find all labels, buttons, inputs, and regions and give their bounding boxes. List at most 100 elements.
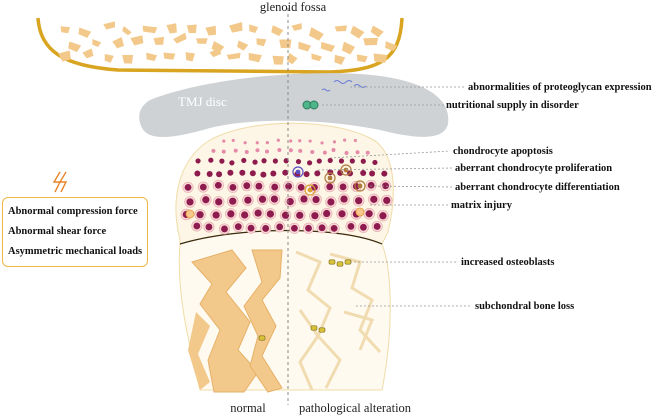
chondrocyte — [270, 195, 279, 203]
chondrocyte — [314, 170, 321, 177]
matrix-injury-mark — [355, 207, 365, 217]
chondrocyte — [320, 141, 324, 145]
chondrocyte — [295, 158, 302, 165]
bone-chip — [112, 36, 125, 49]
chondrocyte — [241, 157, 247, 164]
chondrocyte — [288, 148, 293, 153]
chondrocyte — [202, 196, 210, 204]
glenoid-fossa — [36, 17, 404, 74]
chondrocyte — [379, 212, 387, 220]
bone-chip — [104, 54, 114, 63]
chondrocyte — [227, 169, 234, 176]
chondrocyte — [360, 169, 367, 176]
chondrocyte — [214, 181, 222, 189]
chondrocyte — [365, 150, 370, 155]
bone-chip — [341, 41, 356, 55]
chondrocyte — [277, 148, 282, 153]
chondrocyte — [219, 158, 225, 164]
chondrocyte — [312, 195, 320, 204]
chondrocyte — [303, 171, 310, 178]
bone-chip — [248, 52, 262, 63]
chondrocyte — [360, 223, 367, 231]
chondrocyte — [243, 182, 251, 190]
bone-chip — [373, 53, 388, 63]
altered-chondrocyte-nucleus — [327, 175, 333, 181]
chondrocyte — [382, 182, 389, 190]
bone-chip — [209, 47, 222, 58]
chondrocyte — [372, 159, 378, 166]
altered-chondrocyte-nucleus — [357, 183, 363, 189]
bone-chip — [166, 23, 177, 34]
chondrocyte — [212, 211, 220, 219]
chondrocyte — [261, 158, 267, 164]
chondrocyte — [272, 158, 278, 164]
chondrocyte — [340, 195, 348, 203]
chondrocyte — [244, 149, 249, 154]
bone-chip — [370, 25, 384, 38]
chondrocyte — [383, 196, 391, 205]
chondrocyte — [255, 141, 259, 145]
chondrocyte — [211, 148, 216, 153]
bone-chip — [320, 41, 336, 52]
bone-chip — [58, 50, 71, 62]
bone-chip — [185, 52, 195, 62]
chondrocyte — [347, 222, 355, 230]
bone-chip — [249, 24, 259, 34]
chondrocyte — [360, 158, 366, 164]
altered-chondrocyte-nucleus — [307, 187, 313, 193]
chondrocyte — [338, 210, 346, 218]
bone-chip — [122, 25, 132, 36]
chondrocyte — [270, 170, 277, 177]
chondrocyte — [262, 225, 270, 232]
osteoblast — [318, 327, 326, 333]
chondrocyte — [249, 170, 256, 177]
bone-chip — [291, 23, 302, 31]
chondrocyte — [271, 183, 279, 191]
bone-chip — [229, 22, 243, 33]
osteoblast — [336, 261, 344, 267]
chondrocyte — [255, 148, 260, 153]
chondrocyte — [252, 159, 258, 165]
chondrocyte — [298, 139, 302, 143]
force-list-box: Abnormal compression force Abnormal shea… — [2, 197, 148, 267]
osteoblast — [258, 335, 266, 341]
chondrocyte — [222, 139, 226, 143]
tmj-disc: TMJ disc — [139, 73, 449, 138]
chondrocyte — [229, 197, 237, 205]
chondrocyte — [216, 171, 223, 178]
bone-chip — [130, 35, 144, 46]
chondrocyte — [205, 223, 213, 231]
bone-chip — [78, 27, 92, 38]
chondrocyte — [330, 224, 338, 232]
altered-chondrocyte-nucleus — [295, 169, 301, 175]
chondrocyte — [318, 224, 326, 232]
osteoblast — [310, 325, 318, 331]
annotation-proliferation: aberrant chondrocyte proliferation — [455, 163, 612, 174]
chondrocyte — [195, 158, 201, 164]
lightning-bolt-icon — [52, 171, 68, 193]
chondrocyte — [194, 170, 201, 177]
chondrocyte — [343, 138, 347, 142]
altered-chondrocyte — [354, 180, 366, 192]
bone-chip — [173, 32, 187, 44]
chondrocyte — [196, 211, 204, 219]
chondrocyte — [184, 183, 192, 191]
annotation-proteoglycan: abnormalities of proteoglycan expression — [468, 82, 652, 93]
chondrocyte — [331, 148, 336, 153]
annotation-bone-loss: subchondral bone loss — [475, 301, 574, 312]
chondrocyte — [239, 169, 246, 176]
chondrocyte — [229, 183, 237, 191]
bone-chip — [196, 38, 208, 44]
chondrocyte — [260, 171, 267, 178]
proteoglycan-marks — [321, 80, 367, 92]
chondrocyte-group — [180, 138, 393, 235]
bone-chip — [334, 54, 346, 65]
chondrocyte — [322, 150, 327, 155]
altered-chondrocyte — [340, 164, 352, 176]
annotation-differentiation: aberrant chondrocyte differentiation — [455, 182, 620, 193]
bone-chip — [286, 52, 298, 65]
bone-chip — [92, 39, 102, 48]
chondrocyte — [282, 169, 289, 176]
chondrocyte — [208, 157, 214, 163]
annotation-nutrition: nutritional supply in disorder — [446, 100, 579, 111]
